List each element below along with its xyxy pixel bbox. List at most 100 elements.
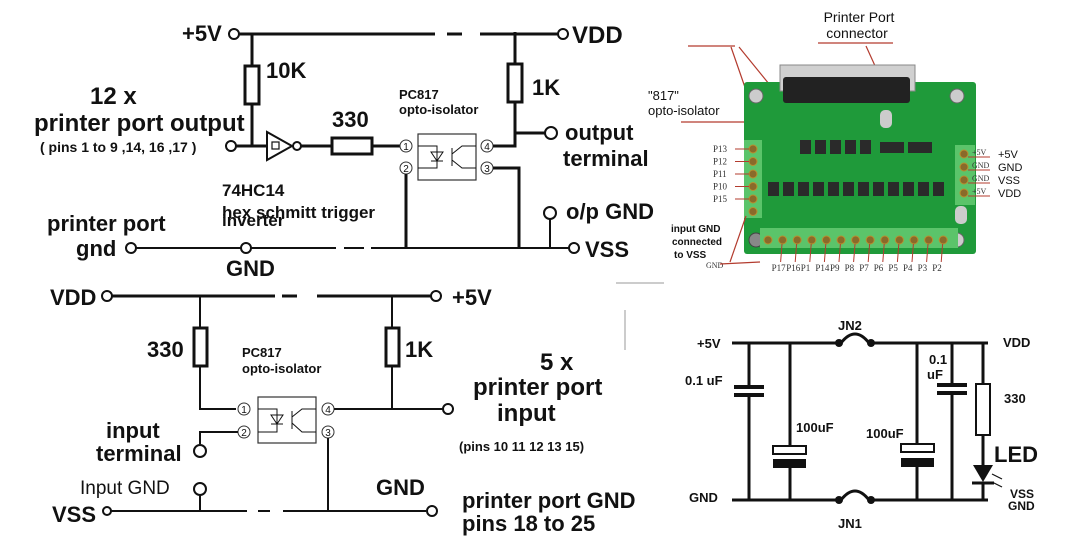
input-pullup-resistor bbox=[384, 326, 401, 368]
power-circuit: +5V JN2 VDD GND JN1 0.1 uF 100uF 100uF bbox=[685, 318, 1038, 531]
pcb-board bbox=[744, 82, 976, 254]
input-terminal-1: input bbox=[106, 418, 160, 443]
jumper-jn1 bbox=[839, 489, 871, 501]
left-terminal-label: P13 bbox=[713, 144, 728, 154]
bottom-terminal-label: P14 bbox=[815, 263, 830, 273]
terminal-screw bbox=[748, 194, 758, 204]
in-pin-4-label: 4 bbox=[325, 405, 331, 416]
terminal-screw bbox=[959, 175, 969, 185]
jumper-top-label: JN2 bbox=[838, 318, 862, 333]
opto-chip bbox=[813, 182, 824, 196]
cap-right-small-1: 0.1 bbox=[929, 352, 947, 367]
capacitor-plate bbox=[937, 391, 967, 395]
input-title-2: input bbox=[497, 400, 556, 427]
op-gnd-label: o/p GND bbox=[566, 199, 654, 224]
terminal-pointer bbox=[926, 243, 929, 263]
op-gnd-terminal bbox=[543, 206, 557, 220]
output-vss-label: VSS bbox=[585, 237, 629, 262]
output-terminal-2: terminal bbox=[563, 146, 649, 171]
port-input-terminal bbox=[442, 403, 454, 415]
schmitt-icon bbox=[271, 141, 280, 150]
terminal-pointer bbox=[867, 243, 871, 263]
output-supply-label: +5V bbox=[182, 21, 222, 46]
input-port-gnd-1: printer port GND bbox=[462, 488, 636, 513]
terminal-screw bbox=[748, 169, 758, 179]
power-terminal-label: VDD bbox=[998, 188, 1021, 200]
gnd-label: GND bbox=[226, 256, 275, 281]
opto-chip bbox=[783, 182, 794, 196]
output-terminal-1: output bbox=[565, 120, 634, 145]
terminal-pointer bbox=[882, 243, 885, 263]
gnd-node bbox=[240, 242, 252, 254]
capacitor-plate bbox=[901, 458, 934, 467]
opto-part: PC817 bbox=[399, 87, 439, 102]
bottom-terminal-label: P8 bbox=[845, 263, 855, 273]
bottom-terminal-label: P7 bbox=[859, 263, 869, 273]
vss-label-2: GND bbox=[1008, 499, 1035, 513]
wire bbox=[199, 431, 238, 444]
terminal-screw bbox=[894, 235, 904, 245]
bottom-terminal-label: P2 bbox=[932, 263, 942, 273]
ic-desc-2: inverter bbox=[222, 211, 285, 230]
connector-label-1: Printer Port bbox=[824, 9, 895, 25]
pin-3-label: 3 bbox=[484, 164, 490, 175]
terminal-pointer bbox=[823, 243, 827, 263]
input-pullup-value: 1K bbox=[405, 337, 433, 362]
capacitor-0p1-right bbox=[937, 383, 967, 387]
power-supply-label: +5V bbox=[697, 336, 721, 351]
terminal-screw bbox=[959, 162, 969, 172]
terminal-screw bbox=[924, 235, 934, 245]
mount-hole bbox=[949, 88, 965, 104]
bottom-terminal-label: P4 bbox=[903, 263, 913, 273]
input-title-count: 5 x bbox=[540, 349, 574, 376]
terminal-screw bbox=[748, 144, 758, 154]
input-title-1: printer port bbox=[473, 374, 602, 401]
led-resistor bbox=[192, 326, 209, 368]
output-terminal bbox=[544, 126, 558, 140]
opto-chip bbox=[768, 182, 779, 196]
capacitor-100u-left bbox=[772, 445, 807, 455]
terminal-pointer bbox=[780, 243, 783, 263]
jumper-jn2 bbox=[839, 332, 871, 344]
left-terminal-label: P10 bbox=[713, 182, 728, 192]
terminal-screw bbox=[748, 182, 758, 191]
supply-terminal bbox=[228, 28, 240, 40]
led-resistor-330 bbox=[975, 383, 991, 436]
input-gnd-label: Input GND bbox=[80, 478, 170, 499]
terminal-screw bbox=[938, 235, 948, 245]
cap-left-big: 100uF bbox=[796, 420, 834, 435]
input-vdd-terminal bbox=[101, 290, 113, 302]
opto-chip bbox=[933, 182, 944, 196]
bottom-terminal-label: P6 bbox=[874, 263, 884, 273]
opto-chip bbox=[828, 182, 839, 196]
terminal-screw bbox=[748, 157, 758, 166]
opto-chip bbox=[858, 182, 869, 196]
cap-left-small: 0.1 uF bbox=[685, 373, 723, 388]
ic-chip bbox=[908, 142, 932, 153]
connector-label-2: connector bbox=[826, 25, 888, 41]
power-gnd-label: GND bbox=[689, 490, 718, 505]
terminal-pointer bbox=[853, 243, 856, 263]
power-terminal-label: +5V bbox=[998, 149, 1019, 161]
port-gnd-1: printer port bbox=[47, 211, 166, 236]
input-terminal-2: terminal bbox=[96, 441, 182, 466]
output-vdd-label: VDD bbox=[572, 22, 623, 49]
terminal-screw bbox=[792, 235, 802, 245]
light-arrow-icon bbox=[991, 481, 1003, 488]
input-circuit: VDD +5V 330 PC817 opto-isolator 1 2 3 4 bbox=[50, 285, 636, 536]
opto-label-2: opto-isolator bbox=[648, 103, 720, 118]
input-opto-part: PC817 bbox=[242, 345, 282, 360]
cap-right-big: 100uF bbox=[866, 426, 904, 441]
output-circuit: +5V VDD 10K 12 x printer port output ( p… bbox=[34, 21, 654, 281]
cap-right-small-2: uF bbox=[927, 367, 943, 382]
resistor-330 bbox=[330, 136, 374, 156]
input-supply-label: +5V bbox=[452, 285, 492, 310]
ic-desc-1: hex schmitt trigger bbox=[222, 203, 375, 222]
input-gnd-terminal bbox=[193, 482, 207, 496]
capacitor bbox=[880, 110, 892, 128]
pin-4-label: 4 bbox=[484, 142, 490, 153]
terminal-screw bbox=[821, 235, 831, 245]
